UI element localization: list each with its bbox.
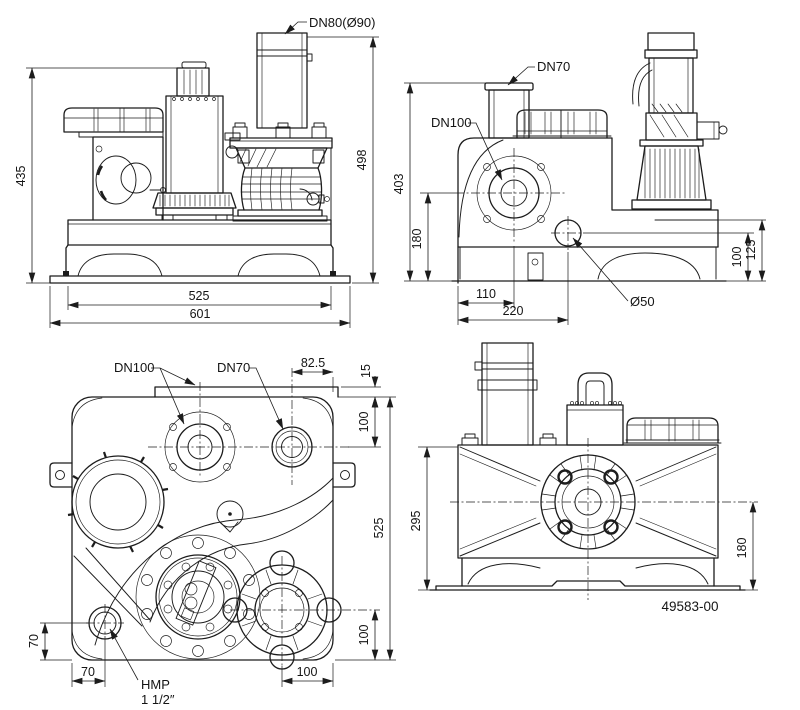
dim-end-82-5: 82.5 — [301, 356, 325, 370]
pump-motor-left — [152, 61, 237, 221]
dim-end-100-top: 100 — [357, 412, 371, 433]
pump-assembly-side — [631, 32, 728, 210]
dim-side-403: 403 — [392, 174, 406, 195]
mounting-tabs — [49, 462, 356, 488]
dim-side-125: 125 — [744, 240, 758, 261]
dim-side-220: 220 — [503, 304, 524, 318]
dim-end-70-bottom: 70 — [81, 665, 95, 679]
dim-front-525: 525 — [189, 289, 210, 303]
label-dn70-side: DN70 — [537, 59, 570, 74]
rear-discharge-pipe — [474, 342, 538, 446]
clamp-fitting — [566, 372, 624, 446]
outlet-flange — [222, 550, 380, 670]
front-view-dimensions: 435 498 525 601 DN80(Ø90) — [14, 15, 379, 328]
inspection-cover — [67, 451, 169, 553]
rear-view: 295 180 49583-00 — [409, 342, 758, 614]
dim-front-601: 601 — [190, 307, 211, 321]
pump-volute — [135, 534, 261, 660]
label-dn70-end: DN70 — [217, 360, 250, 375]
end-view-dimensions: DN100 DN70 82.5 15 100 525 100 70 — [27, 356, 396, 707]
rear-view-dimensions: 295 180 49583-00 — [409, 446, 757, 614]
side-view-dimensions: DN70 DN100 Ø50 403 180 110 220 100 125 — [392, 59, 766, 325]
rear-connection-flange — [450, 438, 758, 600]
rear-lid — [623, 417, 722, 444]
pump-discharge-right — [224, 32, 333, 222]
inlet-flange-dn100 — [455, 148, 566, 242]
dim-front-435: 435 — [14, 166, 28, 187]
dim-rear-295: 295 — [409, 511, 423, 532]
dim-side-180: 180 — [410, 229, 424, 250]
dim-side-110: 110 — [476, 287, 496, 301]
end-view: DN100 DN70 82.5 15 100 525 100 70 — [27, 356, 396, 707]
dim-end-100-outlet: 100 — [357, 625, 371, 646]
access-lid — [512, 109, 612, 139]
lid-studs — [461, 433, 557, 446]
rear-base — [418, 557, 758, 591]
label-hmp-size: 1 1/2″ — [141, 692, 175, 707]
inspection-box — [63, 107, 166, 221]
label-dn80: DN80(Ø90) — [309, 15, 375, 30]
drain-port — [551, 216, 754, 250]
drawing-number: 49583-00 — [661, 599, 718, 614]
side-view: DN70 DN100 Ø50 403 180 110 220 100 125 — [392, 32, 766, 325]
label-dn100-side: DN100 — [431, 115, 471, 130]
dim-end-525: 525 — [372, 518, 386, 539]
pump-connection-port — [86, 604, 124, 642]
front-view: 435 498 525 601 DN80(Ø90) — [14, 15, 379, 328]
vent-plug — [216, 500, 244, 533]
label-dn100-end: DN100 — [114, 360, 154, 375]
dim-front-498: 498 — [355, 150, 369, 171]
dim-side-100: 100 — [730, 247, 744, 268]
label-hmp: HMP — [141, 677, 170, 692]
dim-rear-180: 180 — [735, 538, 749, 559]
label-drain-d50: Ø50 — [630, 294, 655, 309]
dim-end-70-left: 70 — [27, 634, 41, 648]
dim-end-15: 15 — [359, 364, 373, 378]
dim-end-100-bottom: 100 — [297, 665, 318, 679]
